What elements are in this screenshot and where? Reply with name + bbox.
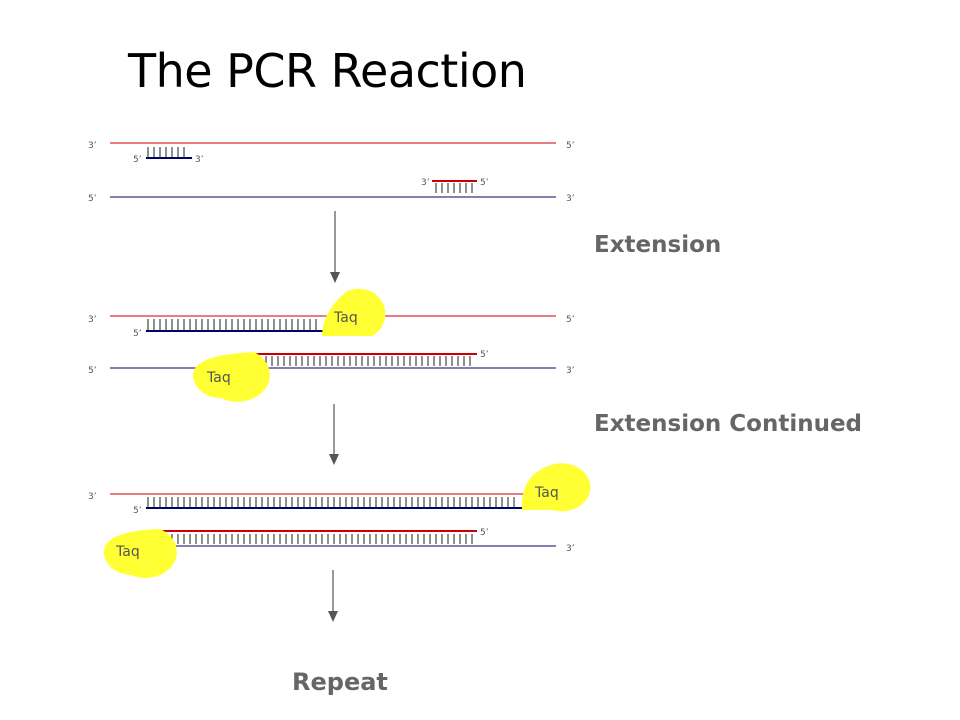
base-pairs-primer-reverse <box>435 183 473 193</box>
end-label: 5’ <box>88 194 97 204</box>
stage-extension: 3’ 5’ 5’ 5’ 5’ 3’ Taq Taq <box>88 288 575 402</box>
stage-extension-continued: 3’ 5’ 5’ 3’ Taq Taq <box>88 463 591 578</box>
end-label: 5’ <box>480 350 489 360</box>
end-label: 3’ <box>566 544 575 554</box>
end-label: 5’ <box>133 329 142 339</box>
end-label: 5’ <box>566 141 575 151</box>
base-pairs-new-forward <box>147 319 317 330</box>
base-pairs-primer-forward <box>147 147 185 157</box>
taq-label: Taq <box>333 310 358 326</box>
taq-polymerase: Taq <box>322 288 386 336</box>
base-pairs-new-reverse <box>165 534 473 544</box>
page-title: The PCR Reaction <box>128 44 527 98</box>
end-label: 5’ <box>480 528 489 538</box>
end-label: 5’ <box>88 366 97 376</box>
taq-label: Taq <box>206 370 231 386</box>
taq-polymerase: Taq <box>521 463 591 512</box>
end-label: 3’ <box>195 155 204 165</box>
end-label: 5’ <box>133 506 142 516</box>
base-pairs-new-reverse <box>259 356 471 366</box>
taq-polymerase: Taq <box>193 352 270 402</box>
step-label-repeat: Repeat <box>292 668 388 696</box>
process-arrow <box>330 211 340 283</box>
end-label: 3’ <box>88 315 97 325</box>
taq-label: Taq <box>534 485 559 501</box>
end-label: 3’ <box>566 366 575 376</box>
end-label: 3’ <box>88 141 97 151</box>
process-arrow <box>329 404 339 465</box>
end-label: 3’ <box>566 194 575 204</box>
taq-polymerase: Taq <box>103 529 177 578</box>
process-arrow <box>328 570 338 622</box>
taq-label: Taq <box>115 544 140 560</box>
stage-annealing: 3’ 5’ 5’ 3’ 3’ 5’ 5’ 3’ <box>88 141 575 204</box>
end-label: 3’ <box>421 178 430 188</box>
end-label: 3’ <box>88 492 97 502</box>
end-label: 5’ <box>480 178 489 188</box>
end-label: 5’ <box>566 315 575 325</box>
step-label-extension: Extension <box>594 232 722 258</box>
base-pairs-new-forward <box>147 497 515 507</box>
end-label: 5’ <box>133 155 142 165</box>
step-label-extension-continued: Extension Continued <box>594 411 863 437</box>
